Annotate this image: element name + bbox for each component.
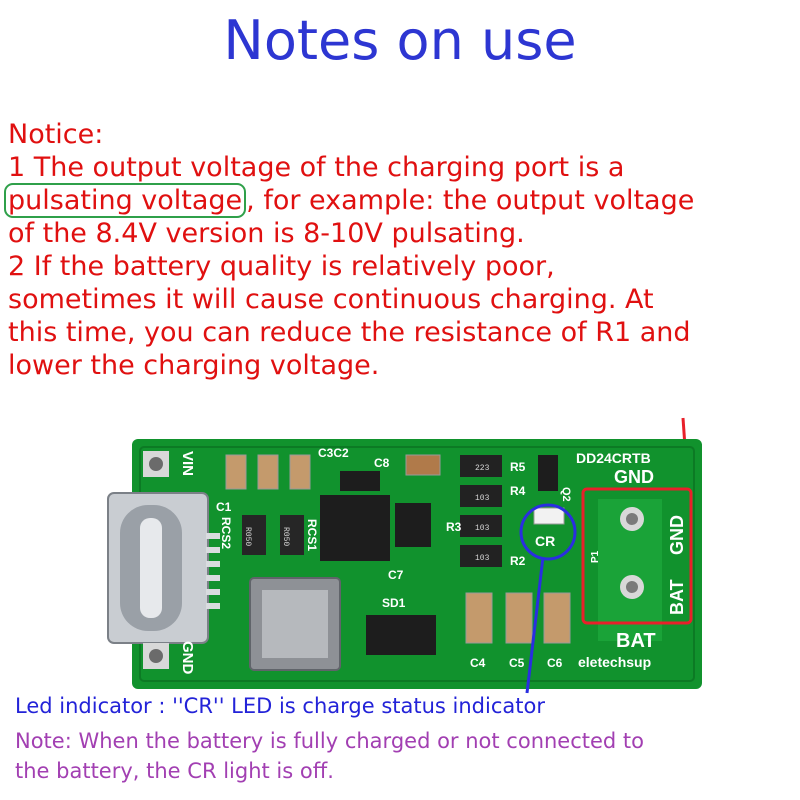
note-line-2: the battery, the CR light is off.	[15, 759, 334, 783]
page-title: Notes on use	[223, 9, 577, 72]
pulsating-voltage-highlight: pulsating voltage	[4, 183, 247, 218]
label-vin: VIN	[179, 451, 196, 476]
gnd-bat-highlight-box	[581, 487, 693, 625]
label-r2: R2	[510, 554, 526, 568]
label-gnd-top: GND	[614, 467, 654, 487]
label-c5: C5	[509, 656, 525, 670]
note-line-1: Note: When the battery is fully charged …	[15, 729, 645, 753]
label-c3c2: C3C2	[318, 446, 349, 460]
label-q2: Q2	[560, 487, 572, 502]
notice-text: Notice: 1 The output voltage of the char…	[4, 118, 798, 382]
notice-line-5: sometimes it will cause continuous charg…	[8, 284, 654, 315]
marking-103-c: 103	[475, 554, 490, 563]
notice-line-1: 1 The output voltage of the charging por…	[8, 152, 625, 183]
blue-pointer-line	[525, 556, 545, 694]
label-r3: R3	[446, 520, 462, 534]
label-c7: C7	[388, 568, 404, 582]
label-gnd-right: GND	[667, 515, 687, 555]
note-text: Note: When the battery is fully charged …	[15, 726, 795, 786]
notice-line-3: of the 8.4V version is 8-10V pulsating.	[8, 218, 525, 249]
notice-line-2-rest: , for example: the output voltage	[246, 185, 695, 216]
label-c6: C6	[547, 656, 563, 670]
pcb-board-photo: VIN GND C3C2 C8 C1 RCS2 RCS1 R5 R4 R3 R2…	[107, 417, 702, 694]
board-brand: eletechsup	[578, 654, 651, 670]
marking-103-b: 103	[475, 524, 490, 533]
label-bat-right: BAT	[667, 579, 687, 615]
led-indicator-text: Led indicator : ''CR'' LED is charge sta…	[15, 694, 545, 718]
marking-r050-b: R050	[281, 527, 290, 546]
notice-line-7: lower the charging voltage.	[8, 350, 380, 381]
label-gnd-left: GND	[179, 641, 196, 675]
marking-223: 223	[475, 464, 490, 473]
marking-103-a: 103	[475, 494, 490, 503]
cr-led-highlight-circle	[519, 503, 577, 561]
notice-line-4: 2 If the battery quality is relatively p…	[8, 251, 555, 282]
label-c4: C4	[470, 656, 486, 670]
label-r5: R5	[510, 460, 526, 474]
notice-heading: Notice:	[8, 119, 104, 150]
label-cr: CR	[535, 533, 555, 549]
label-bat-bottom: BAT	[616, 630, 656, 652]
label-c1: C1	[216, 500, 232, 514]
label-sd1: SD1	[382, 596, 406, 610]
marking-r050-a: R050	[243, 527, 252, 546]
notice-line-2: pulsating voltage, for example: the outp…	[4, 183, 798, 218]
board-model: DD24CRTB	[576, 450, 651, 466]
label-r4: R4	[510, 484, 526, 498]
label-c8: C8	[374, 456, 390, 470]
ic-main	[320, 495, 390, 561]
label-rcs1: RCS1	[305, 519, 319, 551]
notice-line-6: this time, you can reduce the resistance…	[8, 317, 691, 348]
label-p1: P1	[590, 550, 601, 563]
label-rcs2: RCS2	[219, 517, 233, 549]
